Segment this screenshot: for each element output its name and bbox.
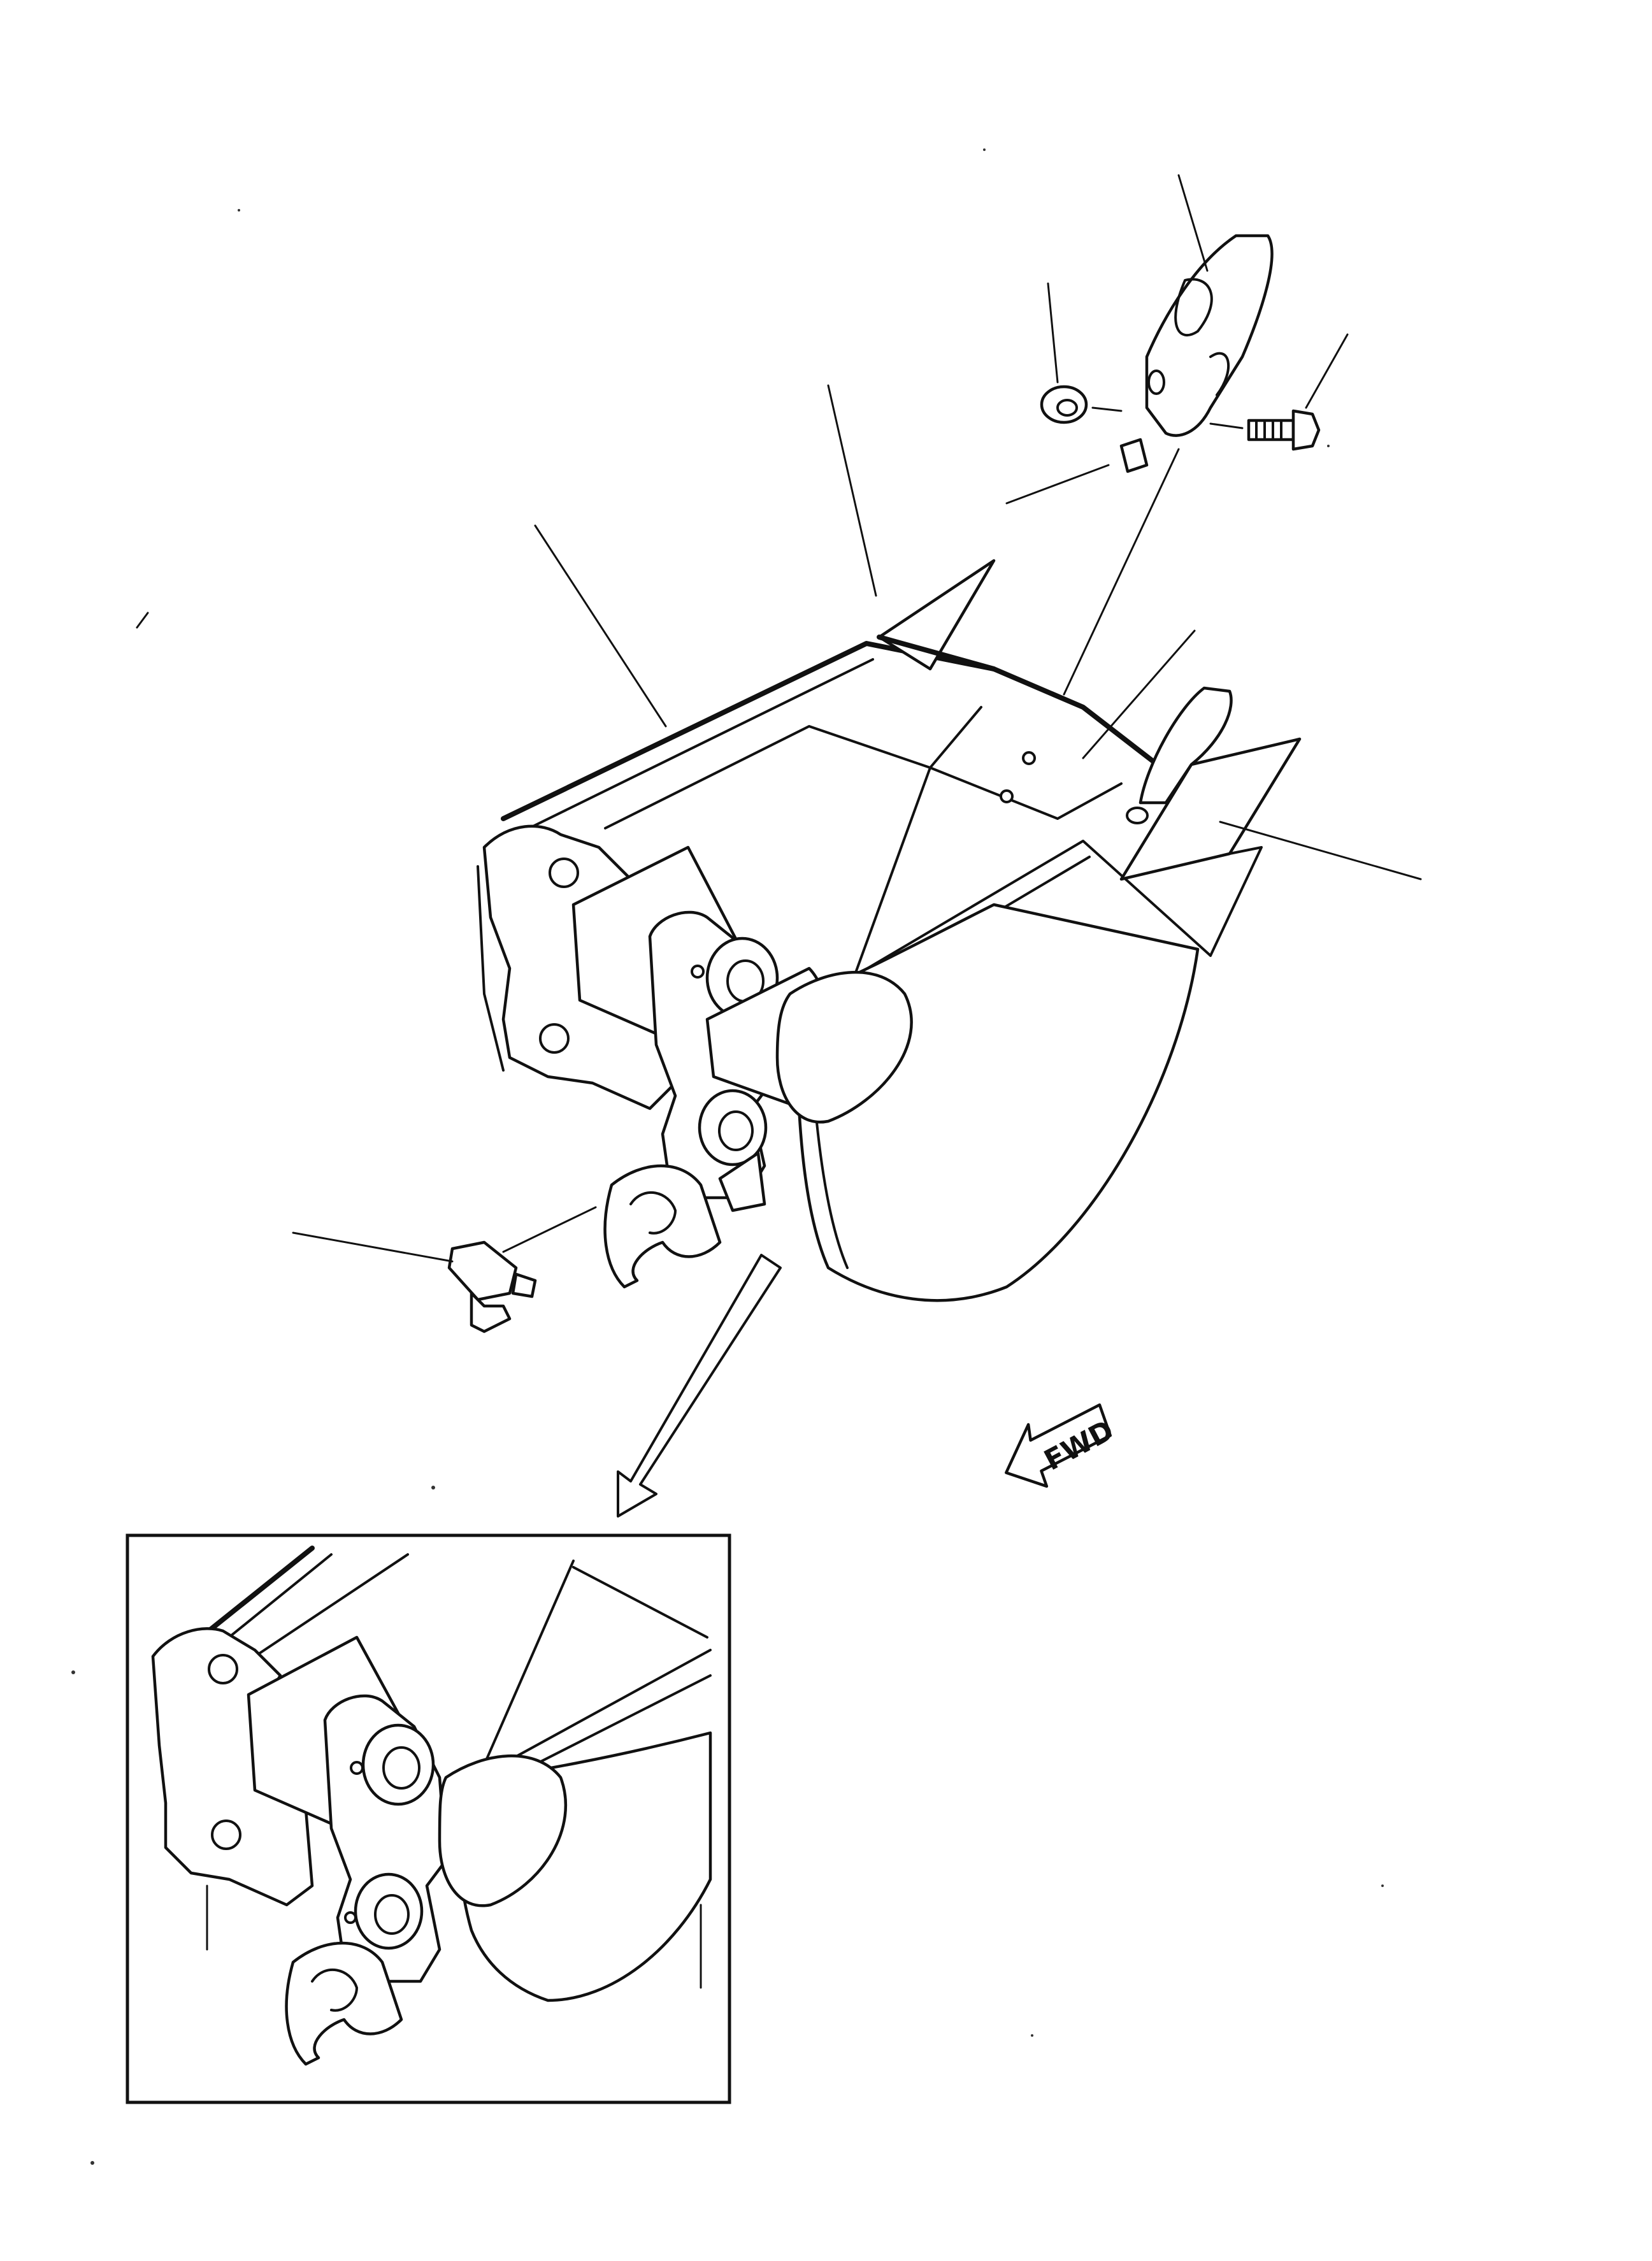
bucket-back-wall bbox=[604, 706, 982, 829]
tooth-exploded bbox=[1040, 234, 1321, 473]
inset-side-plate bbox=[151, 1627, 314, 1907]
inset-side-plate-hole bbox=[211, 1820, 241, 1850]
wear-strip-bolt-hole bbox=[1022, 751, 1036, 765]
inset-side-lobe bbox=[438, 1754, 568, 1907]
bolt-head bbox=[1291, 409, 1321, 451]
speck bbox=[1327, 445, 1330, 447]
detail-inset bbox=[126, 1533, 731, 2104]
tooth-pin-hole bbox=[1147, 370, 1165, 395]
speck bbox=[1031, 2034, 1033, 2037]
speck bbox=[238, 209, 240, 212]
side-plate-hole bbox=[539, 1023, 570, 1054]
wear-strip-plate bbox=[877, 559, 996, 671]
speck bbox=[431, 1486, 435, 1489]
scan-specks bbox=[71, 148, 1384, 2165]
inset-side-plate-hole bbox=[208, 1654, 238, 1684]
leader-line bbox=[1005, 464, 1110, 505]
side-cutter-edge bbox=[1209, 846, 1263, 957]
inset-hook bbox=[285, 1941, 403, 2066]
speck bbox=[136, 612, 149, 629]
exploded-axis bbox=[1091, 406, 1244, 429]
inset-grease-fitting bbox=[350, 1761, 364, 1775]
lower-pin-bore bbox=[718, 1110, 754, 1151]
nut bbox=[1040, 385, 1088, 424]
inset-hook-inner bbox=[311, 1969, 358, 2012]
wear-strip bbox=[877, 559, 996, 671]
lock-pin bbox=[447, 1240, 537, 1333]
inset-grease-fitting bbox=[344, 1911, 357, 1924]
installed-tooth bbox=[1126, 686, 1233, 824]
tooth-point bbox=[1145, 234, 1274, 437]
inset-back-line bbox=[254, 1553, 409, 1658]
side-lobe bbox=[775, 970, 913, 1124]
installed-tooth-pin bbox=[1126, 807, 1149, 824]
inset-upper-bore bbox=[382, 1746, 420, 1790]
leader-line bbox=[1082, 629, 1196, 759]
wear-strip-edge bbox=[877, 635, 996, 671]
bolt-thread bbox=[1255, 419, 1282, 441]
bucket-floor-line bbox=[929, 766, 1123, 820]
lock-pin-tip bbox=[511, 1272, 537, 1298]
bucket-cutting-edge bbox=[801, 840, 1212, 1008]
inset-crease-2 bbox=[572, 1566, 708, 1639]
leader-line bbox=[1219, 821, 1422, 880]
lock-pin-tab bbox=[470, 1291, 512, 1333]
tooth-point-slot bbox=[1209, 352, 1230, 396]
detail-arrow bbox=[617, 1254, 782, 1518]
leader-line bbox=[292, 1231, 454, 1263]
inset-crease bbox=[483, 1560, 575, 1766]
nut-bore bbox=[1056, 399, 1078, 417]
side-plate-hole bbox=[549, 858, 579, 888]
leader-line bbox=[1063, 448, 1180, 696]
lifting-hook bbox=[603, 1164, 722, 1289]
leader-line bbox=[502, 1206, 597, 1253]
leader-line bbox=[1177, 174, 1209, 272]
speck bbox=[1381, 1884, 1384, 1887]
leader-line bbox=[534, 524, 667, 728]
fwd-marker: FWD bbox=[1005, 1403, 1119, 1488]
hook-inner bbox=[629, 1191, 677, 1235]
speck bbox=[983, 148, 986, 151]
hook-gusset bbox=[718, 1151, 766, 1212]
side-plate-edge bbox=[477, 865, 505, 1072]
bolt bbox=[1247, 409, 1321, 451]
speck bbox=[90, 2161, 94, 2165]
detail-arrow-shaft bbox=[617, 1254, 782, 1518]
fwd-arrow-icon bbox=[1005, 1403, 1112, 1488]
lock-pin-body bbox=[447, 1240, 518, 1302]
tooth-point-slot bbox=[1174, 278, 1213, 336]
wear-strip-bolt-hole bbox=[1000, 789, 1014, 803]
grease-fitting bbox=[691, 965, 705, 979]
bucket-assembly bbox=[477, 641, 1212, 1302]
leader-lines bbox=[292, 174, 1422, 1263]
leader-line bbox=[1047, 282, 1059, 384]
inset-lower-bore bbox=[374, 1894, 410, 1935]
lock-washer bbox=[1119, 438, 1149, 473]
installed-tooth-body bbox=[1138, 686, 1233, 805]
leader-line bbox=[1305, 333, 1349, 409]
leader-line bbox=[827, 384, 877, 597]
speck bbox=[71, 1670, 75, 1674]
side-cutter bbox=[1119, 737, 1302, 957]
side-cutter-plate bbox=[1119, 737, 1302, 881]
bucket-top-rim-inner bbox=[515, 658, 874, 836]
